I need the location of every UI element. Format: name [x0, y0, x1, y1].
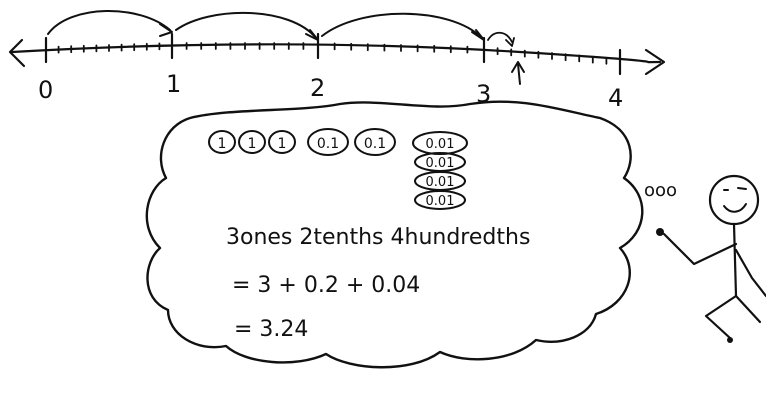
hop-arc-0-1	[47, 10, 171, 35]
marker-arrow-head	[511, 61, 525, 73]
hop-arc-small	[487, 31, 513, 43]
ones-chips: 1 1 1	[208, 130, 296, 154]
figure-left-leg	[704, 294, 738, 340]
figure-left-hand	[656, 228, 664, 236]
hop-arrowhead-1	[159, 23, 173, 37]
tick-label-4: 4	[608, 84, 623, 112]
hundredths-chip-label: 0.01	[426, 194, 455, 209]
tick-label-2: 2	[310, 74, 325, 102]
hundredths-chip-label: 0.01	[426, 137, 455, 152]
hundredths-chip-label: 0.01	[426, 156, 455, 171]
thought-dots: ooo	[644, 180, 677, 201]
tenths-chip-label: 0.1	[364, 136, 386, 152]
figure-right-arm	[734, 248, 766, 298]
tenths-chip	[354, 128, 396, 156]
expression-line-1: 3ones 2tenths 4hundredths	[226, 225, 530, 250]
ones-chip-label: 1	[248, 136, 257, 152]
stick-figure	[656, 174, 766, 343]
tenths-chips: 0.1 0.1	[307, 128, 396, 156]
minor-ticks	[57, 42, 608, 65]
tick-label-1: 1	[166, 70, 181, 98]
left-arrowhead	[8, 38, 26, 68]
hop-arc-1-2	[175, 11, 317, 39]
marker-arrow-shaft	[517, 63, 521, 85]
number-line: 0 1 2 3 4	[8, 10, 666, 112]
hundredths-chip	[414, 190, 466, 210]
ones-chip-label: 1	[218, 136, 227, 152]
figure-body	[732, 222, 738, 298]
tick-label-0: 0	[38, 76, 53, 104]
expression-line-2: = 3 + 0.2 + 0.04	[232, 273, 420, 298]
figure-smile	[723, 203, 747, 213]
tenths-chip-label: 0.1	[317, 136, 339, 152]
hop-arrowhead-small	[505, 37, 515, 47]
hop-arc-2-3	[321, 12, 483, 39]
figure-head	[708, 174, 760, 226]
expression-line-3: = 3.24	[234, 317, 308, 342]
figure-right-eye	[737, 187, 747, 190]
hop-arrowhead-2	[305, 29, 319, 41]
hundredths-chip-label: 0.01	[426, 175, 455, 190]
tenths-chip	[307, 128, 349, 156]
hop-arrowhead-3	[471, 29, 485, 41]
figure-left-arm	[662, 232, 738, 266]
ones-chip	[208, 130, 236, 154]
thought-cloud	[145, 100, 644, 369]
ones-chip	[238, 130, 266, 154]
figure-right-leg	[734, 294, 762, 324]
hundredths-chips: 0.01 0.01 0.01 0.01	[412, 131, 468, 210]
figure-left-foot	[727, 337, 733, 343]
ones-chip-label: 1	[278, 136, 287, 152]
right-arrowhead	[644, 48, 666, 76]
ones-chip	[268, 130, 296, 154]
